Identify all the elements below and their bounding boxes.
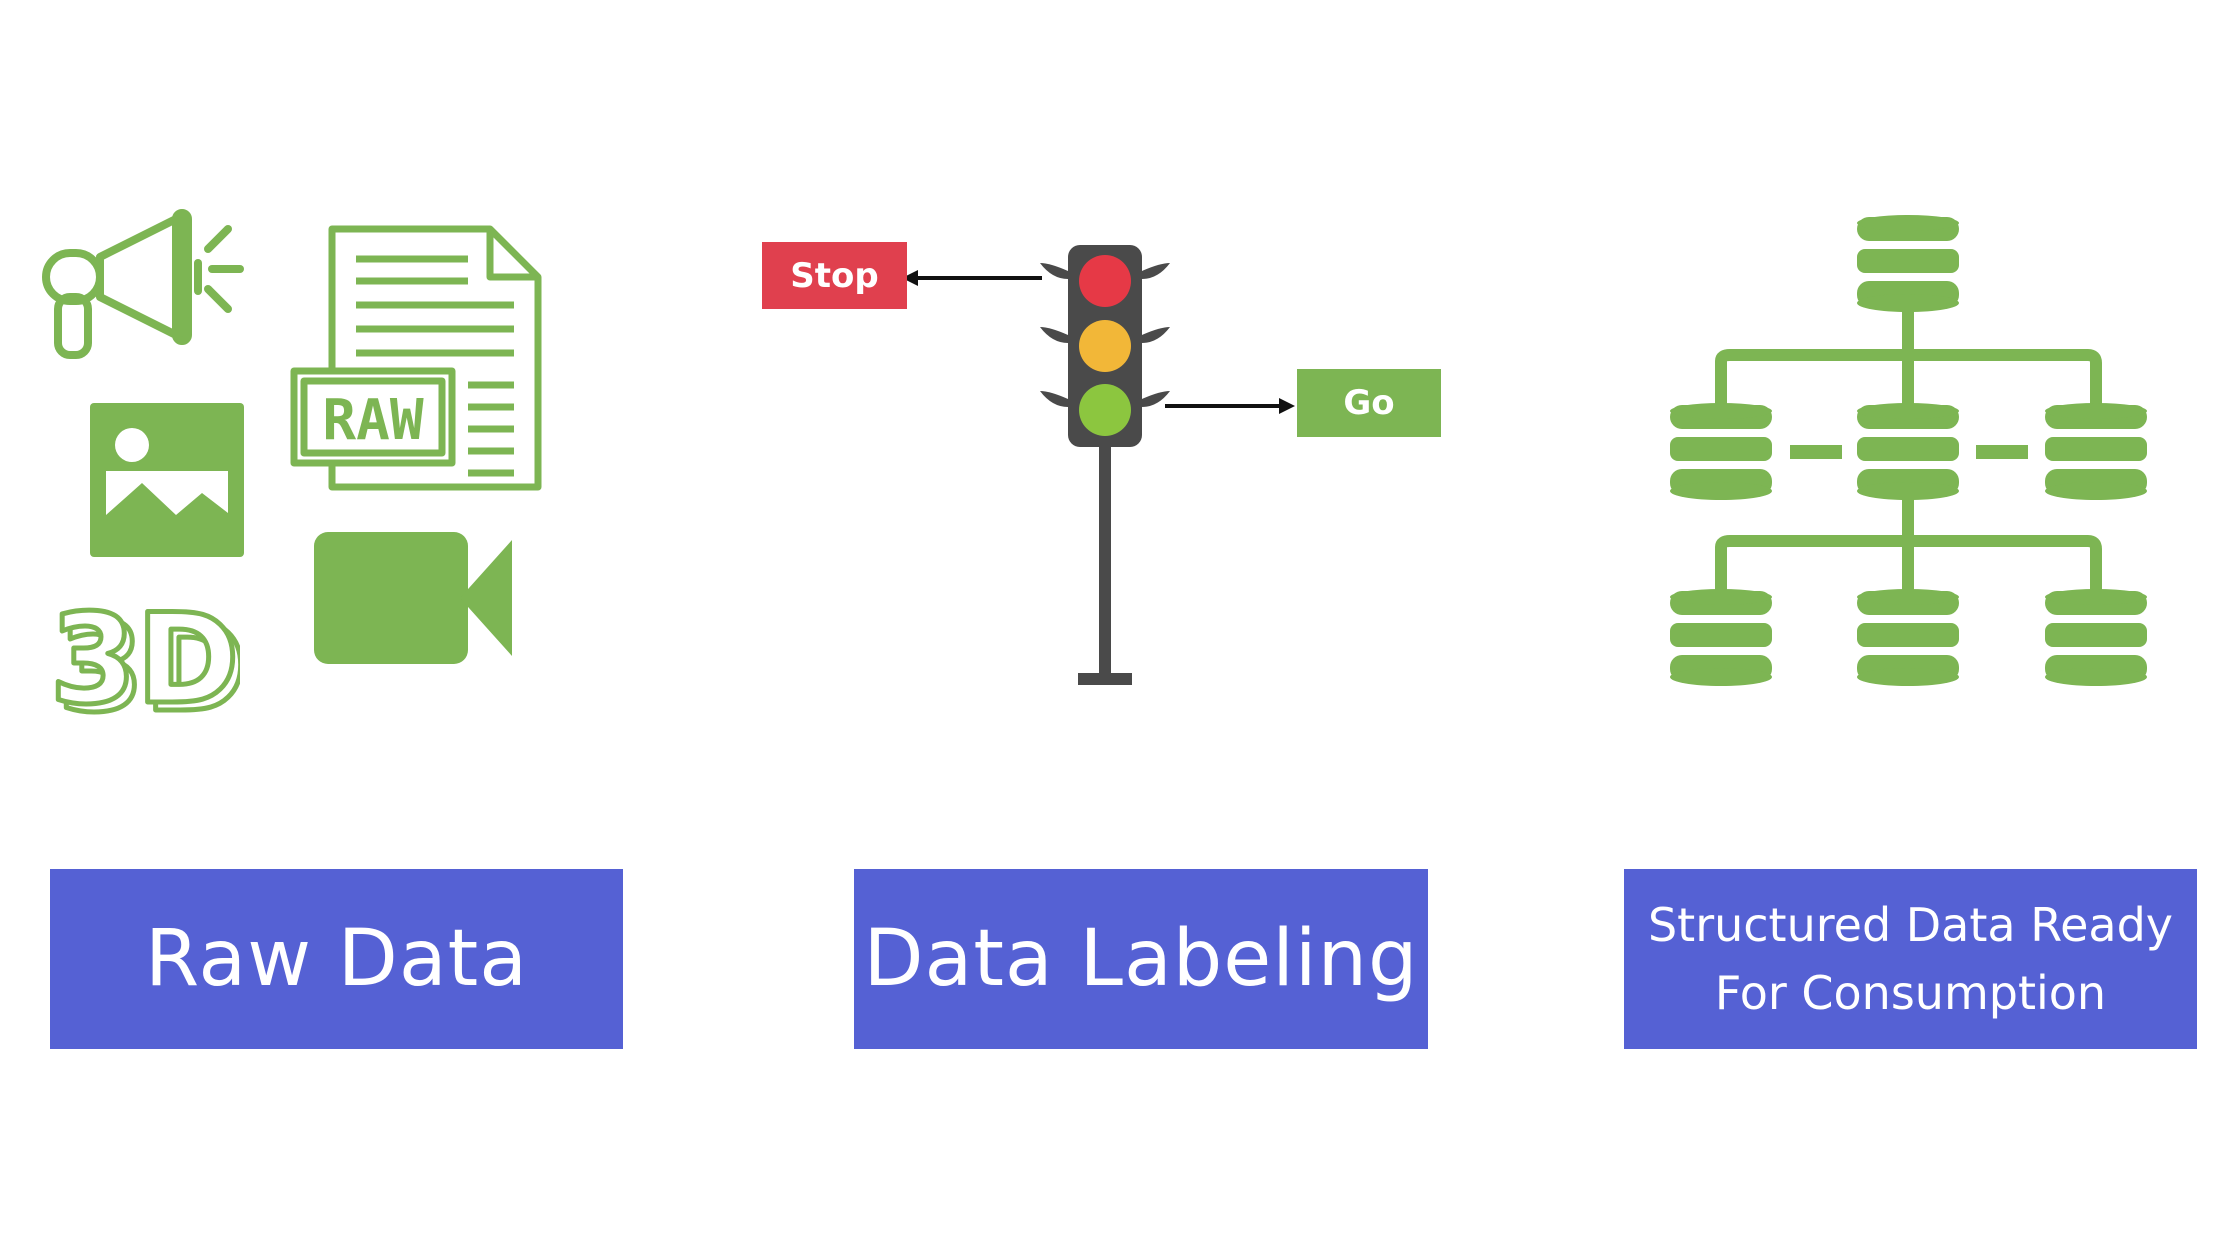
structured-data-title-line2: For Consumption bbox=[1714, 966, 2107, 1020]
data-labeling-box: Data Labeling bbox=[854, 869, 1428, 1049]
raw-data-box: Raw Data bbox=[50, 869, 623, 1049]
traffic-light-icon bbox=[1030, 245, 1180, 690]
video-camera-icon bbox=[312, 530, 516, 666]
structured-data-title-line1: Structured Data Ready bbox=[1647, 898, 2174, 952]
go-label: Go bbox=[1297, 369, 1441, 437]
3d-icon: 3D 3D bbox=[50, 598, 240, 728]
stop-label: Stop bbox=[762, 242, 907, 309]
raw-file-icon: RAW bbox=[290, 225, 550, 495]
data-labeling-title: Data Labeling bbox=[863, 914, 1419, 1004]
structured-data-box: Structured Data Ready For Consumption bbox=[1624, 869, 2197, 1049]
image-icon bbox=[90, 403, 246, 557]
stop-arrow bbox=[900, 268, 1045, 293]
megaphone-icon bbox=[40, 205, 250, 365]
raw-file-label: RAW bbox=[322, 388, 423, 453]
3d-label-shadow: 3D bbox=[58, 598, 240, 728]
database-hierarchy-icon bbox=[1670, 215, 2150, 690]
go-arrow bbox=[1163, 396, 1298, 421]
raw-data-title: Raw Data bbox=[144, 914, 529, 1004]
3d-label: 3D bbox=[50, 598, 239, 728]
